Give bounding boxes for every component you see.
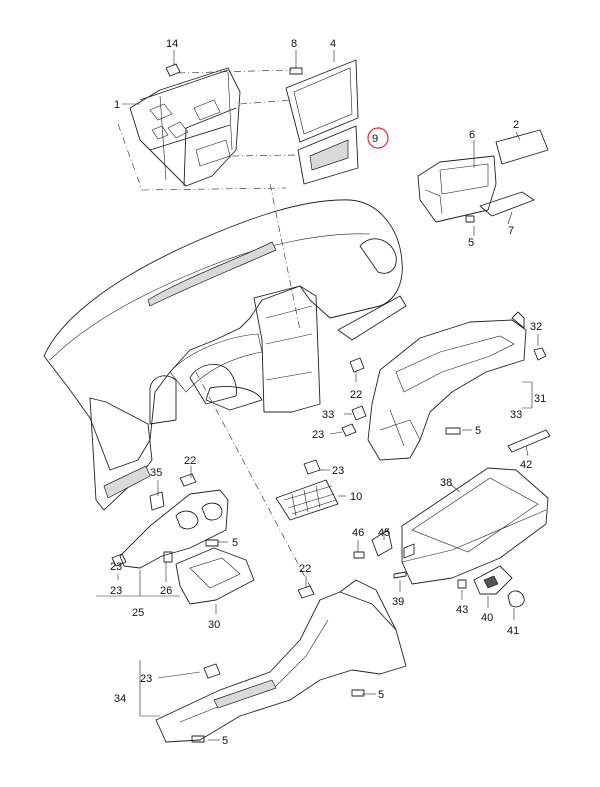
label-26: 26	[160, 585, 172, 597]
label-35: 35	[150, 467, 162, 479]
strip-42	[507, 429, 551, 453]
screw-5-lower-right	[351, 689, 365, 697]
label-9: 9	[372, 133, 378, 145]
label-45: 45	[378, 527, 390, 539]
tray-30	[175, 547, 255, 605]
clip-23-right	[341, 423, 357, 437]
mat-7	[479, 191, 535, 217]
screw-8	[289, 67, 303, 75]
label-30: 30	[208, 619, 220, 631]
label-22-left: 22	[184, 455, 196, 467]
label-23-right: 23	[312, 429, 324, 441]
glovebox-housing-31	[367, 311, 527, 461]
highlight-circle	[367, 127, 389, 149]
label-23-bottom: 23	[110, 585, 122, 597]
label-23-left: 23	[110, 561, 122, 573]
label-46: 46	[352, 527, 364, 539]
label-5-lower-left: 5	[222, 735, 228, 747]
clip-22-left	[179, 473, 197, 487]
label-1: 1	[114, 99, 120, 111]
label-43: 43	[456, 604, 468, 616]
lock-40	[473, 565, 513, 595]
bracket-33a	[351, 405, 367, 421]
radio-mount-frame	[129, 67, 241, 187]
dashboard	[43, 199, 407, 511]
clip-14	[165, 63, 181, 77]
label-42: 42	[520, 459, 532, 471]
label-32: 32	[530, 321, 542, 333]
label-5-left: 5	[232, 537, 238, 549]
label-14: 14	[166, 38, 178, 50]
label-2: 2	[513, 119, 519, 131]
label-8: 8	[291, 38, 297, 50]
leader-lines	[96, 50, 539, 741]
clip-23-lower	[203, 663, 221, 679]
label-38: 38	[440, 477, 452, 489]
clip-23-mid	[303, 459, 321, 475]
label-7: 7	[508, 225, 514, 237]
screw-5-left	[205, 539, 219, 547]
screw-43	[457, 579, 467, 589]
screw-5-right	[445, 427, 461, 435]
screw-5-lower-left	[191, 735, 205, 743]
clip-22-right	[349, 357, 365, 373]
label-41: 41	[507, 625, 519, 637]
storage-bin-6	[417, 155, 497, 223]
label-31: 31	[534, 393, 546, 405]
clip-26	[163, 551, 173, 563]
trim-panel-25	[119, 489, 229, 569]
mat-10	[275, 479, 339, 521]
label-33-left: 33	[322, 409, 334, 421]
label-10: 10	[350, 491, 362, 503]
lid-2	[495, 129, 549, 165]
label-25: 25	[132, 607, 144, 619]
label-23-mid: 23	[332, 465, 344, 477]
label-6: 6	[469, 129, 475, 141]
cap-32	[533, 347, 547, 361]
label-5-lower-right: 5	[378, 689, 384, 701]
clip-45-46	[353, 529, 393, 559]
cylinder-41	[507, 590, 525, 608]
label-33-right: 33	[510, 409, 522, 421]
glovebox-38	[401, 467, 549, 585]
clip-23-left	[111, 553, 127, 567]
label-22-right: 22	[350, 389, 362, 401]
bracket-35	[149, 491, 165, 511]
label-23-console-b: 23	[140, 673, 152, 685]
label-5-right: 5	[475, 425, 481, 437]
label-5-top: 5	[468, 237, 474, 249]
pin-39	[393, 571, 407, 579]
label-39: 39	[392, 596, 404, 608]
label-34: 34	[114, 693, 126, 705]
console-panel-34	[155, 579, 407, 743]
label-22-lower: 22	[299, 563, 311, 575]
part-labels: 14 8 4 1 9 2 6 5 7 32 22 31 33 33 23 5 4…	[110, 38, 546, 747]
trim-frame-4	[285, 59, 359, 143]
trim-panel-9	[297, 125, 359, 185]
label-4: 4	[330, 38, 336, 50]
label-40: 40	[481, 612, 493, 624]
